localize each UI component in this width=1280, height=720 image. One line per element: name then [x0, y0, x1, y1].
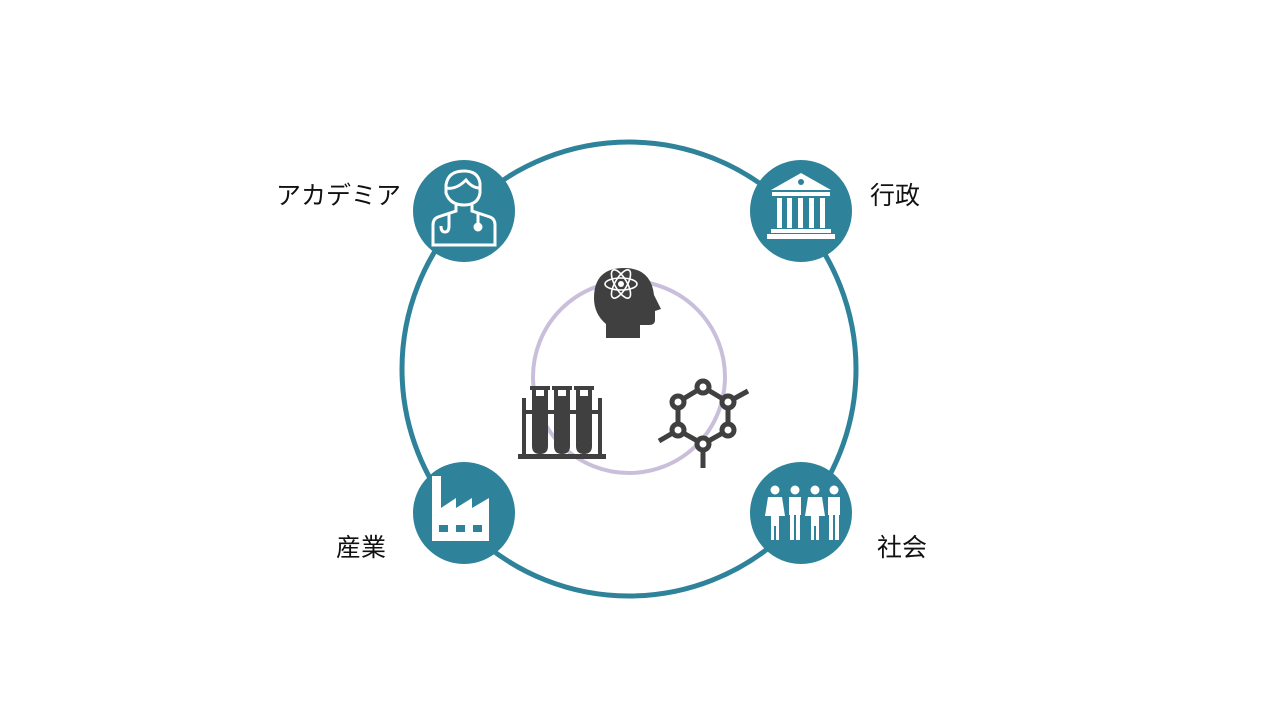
factory-icon — [432, 476, 489, 541]
test-tubes-icon — [518, 386, 606, 459]
node-academia — [413, 160, 515, 262]
molecule-icon — [657, 378, 750, 468]
doctor-icon — [431, 169, 497, 247]
government-building-icon — [767, 173, 835, 239]
science-head-icon — [594, 268, 661, 338]
label-academia: アカデミア — [275, 181, 401, 210]
label-government: 行政 — [870, 181, 921, 210]
node-industry — [413, 462, 515, 564]
node-society — [750, 462, 852, 564]
outer-ring — [399, 139, 859, 599]
node-government — [750, 160, 852, 262]
label-industry: 産業 — [336, 533, 387, 562]
label-society: 社会 — [877, 533, 928, 562]
people-icon — [765, 485, 840, 540]
